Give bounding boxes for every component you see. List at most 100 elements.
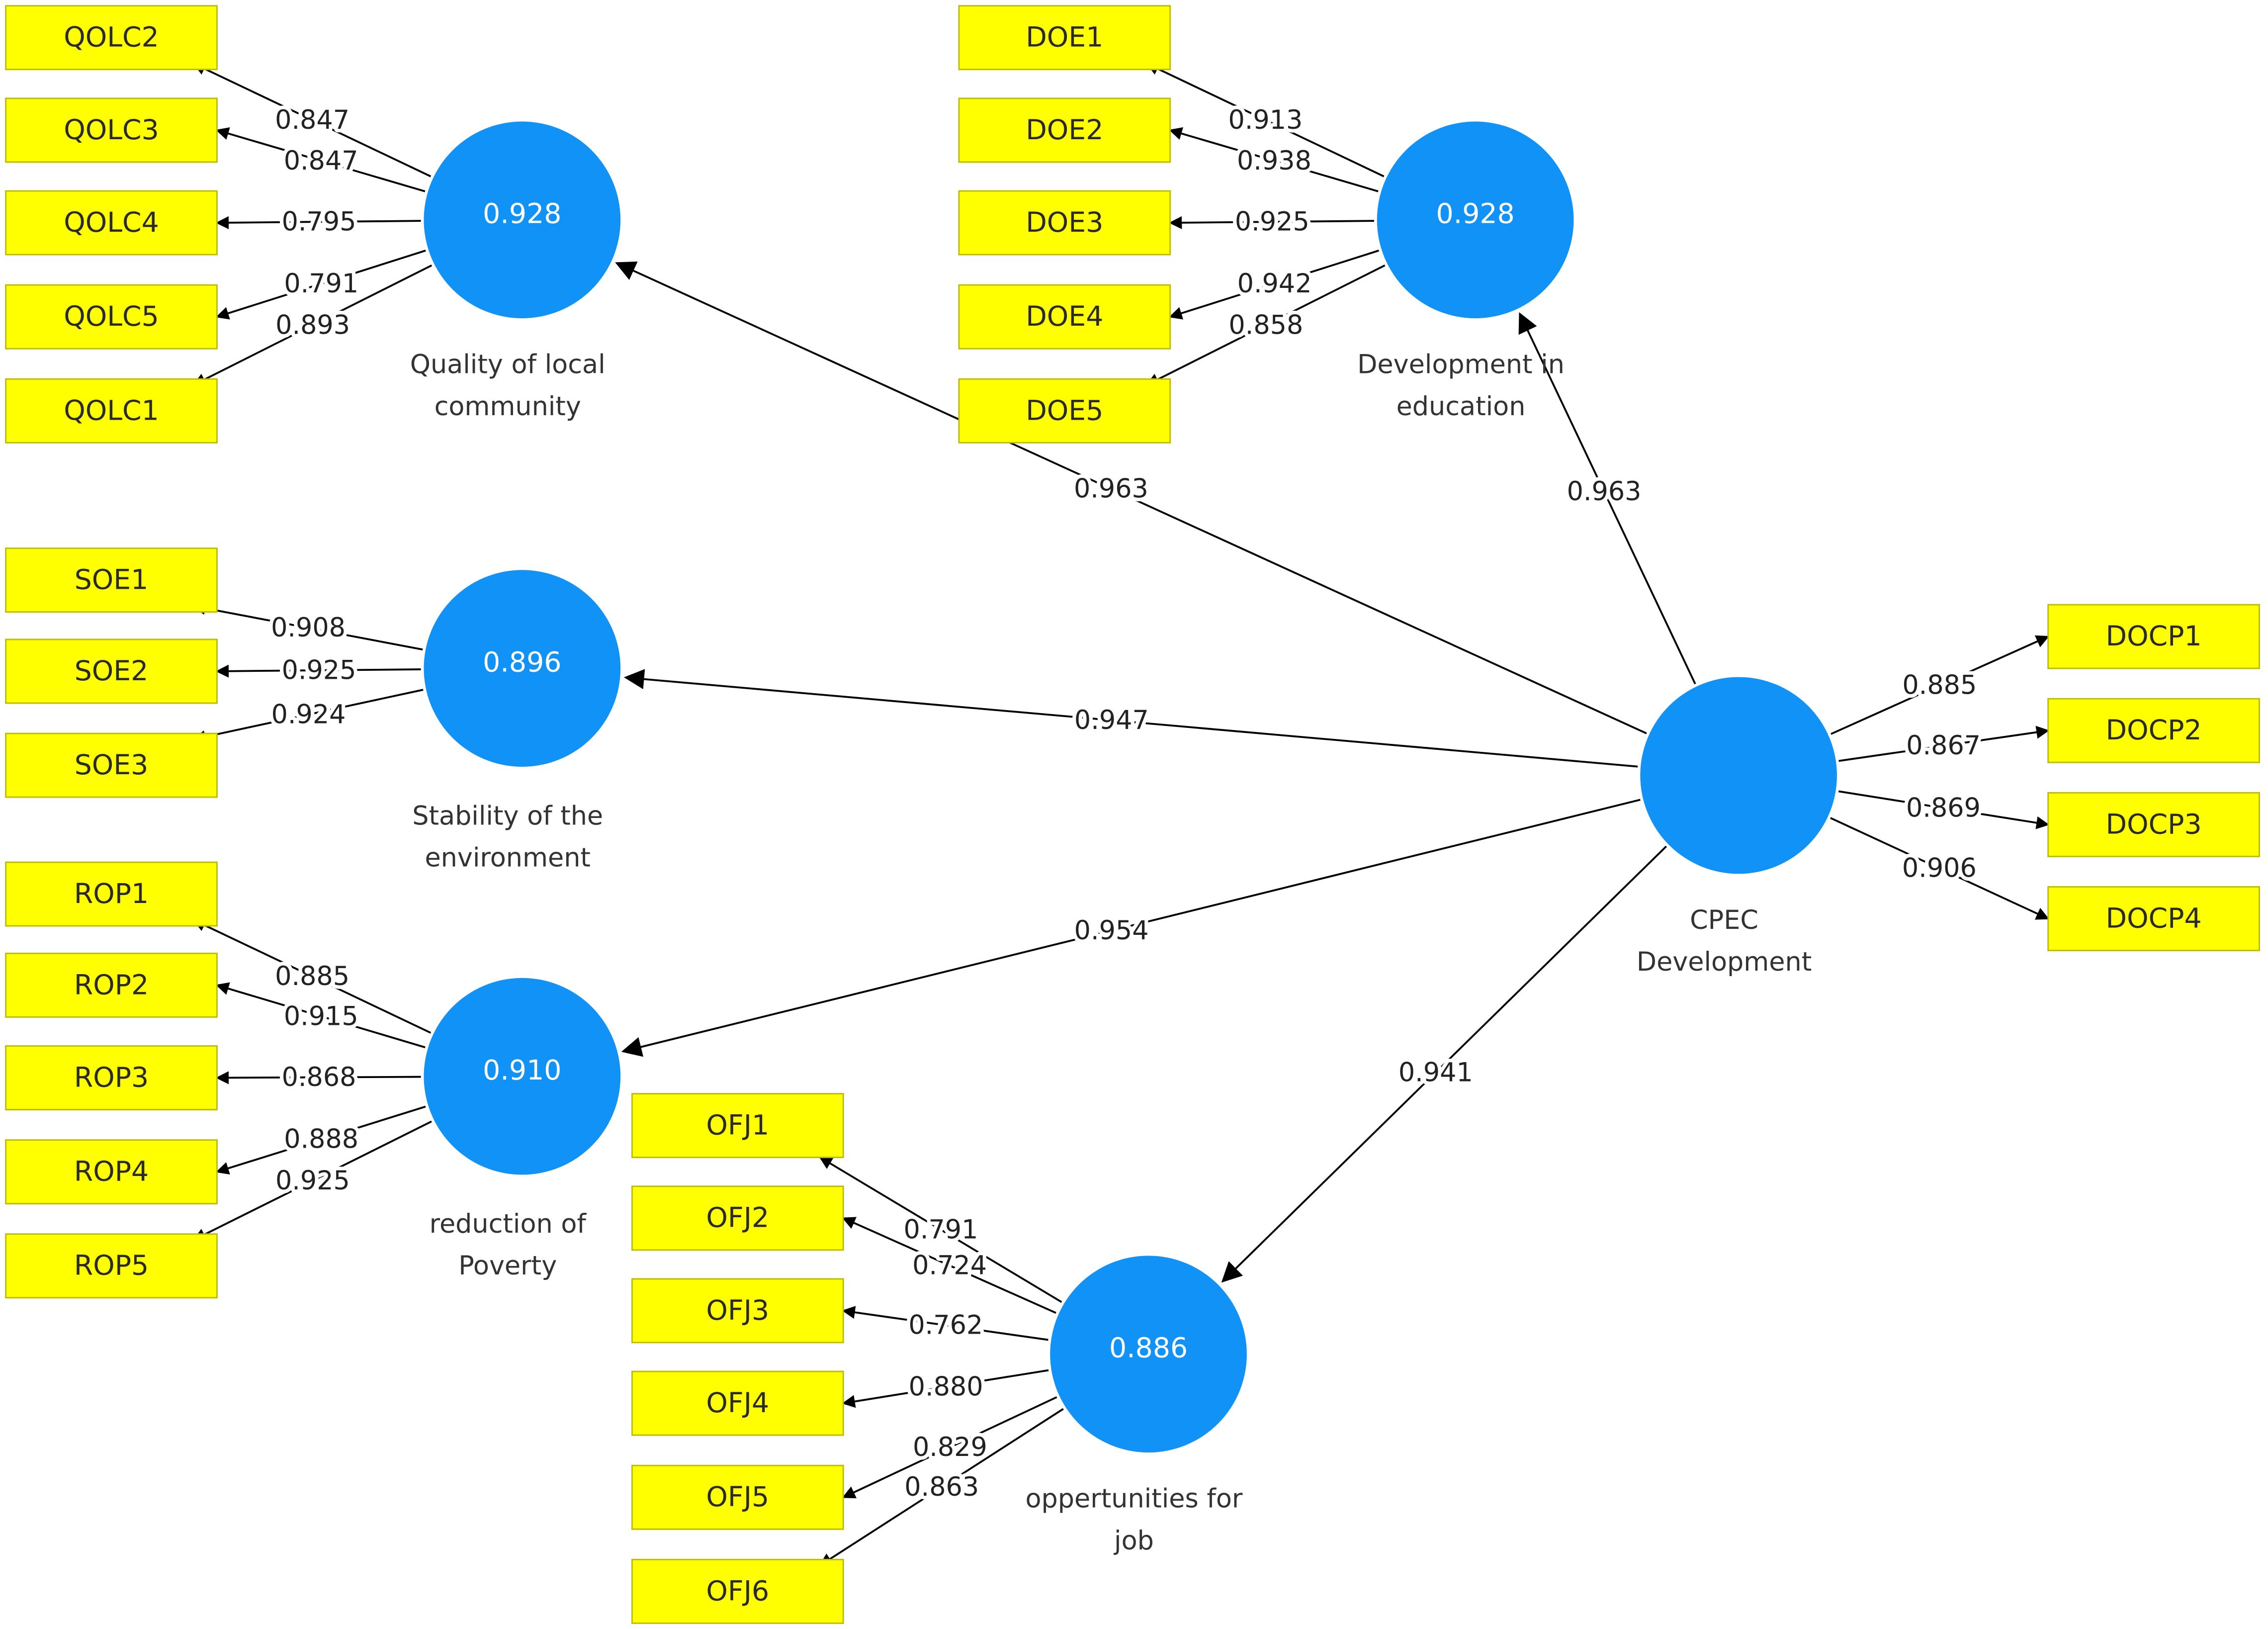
- path-coefficient-doe: 0.963: [1567, 476, 1642, 507]
- loading-value-doe2: 0.938: [1237, 146, 1311, 176]
- latent-circle: [424, 978, 621, 1175]
- indicator-ofj4[interactable]: OFJ4: [631, 1370, 844, 1436]
- loading-value-doe3: 0.925: [1235, 207, 1309, 237]
- indicator-label: QOLC2: [64, 22, 159, 54]
- indicator-label: SOE1: [75, 564, 149, 596]
- loading-value-doe5: 0.858: [1228, 310, 1303, 340]
- indicator-doe4[interactable]: DOE4: [958, 284, 1171, 350]
- loading-value-docp2: 0.867: [1906, 730, 1981, 761]
- indicator-label: OFJ5: [706, 1481, 769, 1513]
- loading-value-ofj5: 0.829: [913, 1432, 987, 1462]
- indicator-docp3[interactable]: DOCP3: [2047, 792, 2260, 857]
- path-coefficient-soe: 0.947: [1074, 705, 1149, 735]
- indicator-docp1[interactable]: DOCP1: [2047, 604, 2260, 669]
- indicator-ofj5[interactable]: OFJ5: [631, 1464, 844, 1530]
- indicator-box: [5, 1045, 218, 1110]
- loading-arrow-docp4: [1830, 817, 2050, 920]
- indicator-label: SOE2: [75, 655, 149, 687]
- indicator-box: [5, 5, 218, 71]
- latent-qolc[interactable]: 0.928: [424, 121, 621, 319]
- edges-layer: [192, 63, 2050, 1566]
- indicator-rop3[interactable]: ROP3: [5, 1045, 218, 1110]
- indicator-label: DOE5: [1026, 395, 1103, 427]
- latent-name-rop-line-1: reduction of: [430, 1209, 587, 1239]
- indicator-qolc3[interactable]: QOLC3: [5, 97, 218, 163]
- indicator-doe3[interactable]: DOE3: [958, 190, 1171, 256]
- indicator-label: ROP2: [74, 969, 149, 1001]
- indicator-doe1[interactable]: DOE1: [958, 5, 1171, 71]
- indicator-ofj3[interactable]: OFJ3: [631, 1278, 844, 1344]
- loading-value-docp1: 0.885: [1902, 670, 1977, 701]
- latent-doe[interactable]: 0.928: [1377, 121, 1574, 319]
- loading-value-qolc1: 0.893: [275, 310, 350, 340]
- loading-arrow-doe2: [1169, 127, 1379, 192]
- loading-arrow-docp3: [1838, 790, 2050, 829]
- latent-ofj[interactable]: 0.886: [1050, 1256, 1247, 1453]
- r-squared-value: 0.928: [483, 198, 561, 230]
- r-squared-value: 0.928: [1436, 198, 1514, 230]
- indicator-ofj1[interactable]: OFJ1: [631, 1093, 844, 1158]
- indicator-soe1[interactable]: SOE1: [5, 547, 218, 613]
- indicator-label: QOLC1: [64, 395, 159, 427]
- path-arrow-cpec-to-qolc: [615, 261, 1647, 734]
- path-arrow-cpec-to-soe: [623, 669, 1638, 768]
- loading-arrow-rop5: [192, 1120, 432, 1241]
- indicator-box: [5, 190, 218, 256]
- indicator-rop1[interactable]: ROP1: [5, 861, 218, 927]
- indicator-docp2[interactable]: DOCP2: [2047, 698, 2260, 763]
- indicator-label: OFJ2: [706, 1202, 769, 1234]
- indicator-soe2[interactable]: SOE2: [5, 638, 218, 704]
- latent-name-qolc-line-2: community: [435, 391, 581, 422]
- indicator-box: [5, 378, 218, 444]
- indicator-qolc4[interactable]: QOLC4: [5, 190, 218, 256]
- indicator-soe3[interactable]: SOE3: [5, 732, 218, 798]
- path-arrow-cpec-to-rop: [621, 799, 1641, 1057]
- indicator-box: [5, 732, 218, 798]
- indicator-doe2[interactable]: DOE2: [958, 97, 1171, 163]
- indicator-box: [5, 547, 218, 613]
- indicator-label: ROP1: [74, 878, 149, 910]
- indicator-box: [5, 952, 218, 1018]
- indicator-label: DOCP4: [2106, 903, 2202, 934]
- loading-arrow-doe5: [1145, 264, 1386, 386]
- indicator-label: QOLC3: [64, 114, 159, 146]
- loading-arrow-soe2: [215, 664, 421, 678]
- indicator-qolc1[interactable]: QOLC1: [5, 378, 218, 444]
- indicator-rop4[interactable]: ROP4: [5, 1139, 218, 1205]
- loading-arrow-ofj1: [819, 1156, 1062, 1303]
- indicator-docp4[interactable]: DOCP4: [2047, 886, 2260, 951]
- indicator-box: [631, 1093, 844, 1158]
- loading-value-rop3: 0.868: [282, 1062, 356, 1092]
- path-arrow-cpec-to-ofj: [1221, 845, 1667, 1283]
- indicator-ofj6[interactable]: OFJ6: [631, 1558, 844, 1624]
- loading-value-soe1: 0.908: [271, 613, 346, 643]
- indicator-rop2[interactable]: ROP2: [5, 952, 218, 1018]
- latent-cpec[interactable]: [1640, 677, 1837, 874]
- loading-value-qolc5: 0.791: [284, 269, 358, 299]
- indicator-label: SOE3: [75, 749, 149, 781]
- loading-arrow-ofj4: [842, 1369, 1049, 1408]
- loading-arrow-soe3: [192, 689, 424, 743]
- latent-name-rop-line-2: Poverty: [458, 1251, 557, 1281]
- loading-arrow-docp2: [1838, 725, 2050, 762]
- loading-value-docp4: 0.906: [1902, 853, 1977, 884]
- indicator-box: [631, 1278, 844, 1344]
- latent-name-soe-line-1: Stability of the: [412, 801, 603, 831]
- indicator-label: DOE1: [1026, 22, 1103, 54]
- latent-rop[interactable]: 0.910: [424, 978, 621, 1175]
- indicator-box: [631, 1370, 844, 1436]
- indicator-ofj2[interactable]: OFJ2: [631, 1185, 844, 1251]
- indicator-qolc2[interactable]: QOLC2: [5, 5, 218, 71]
- loading-value-qolc4: 0.795: [282, 207, 356, 237]
- indicator-label: ROP4: [74, 1156, 149, 1188]
- loading-value-doe4: 0.942: [1237, 269, 1312, 299]
- indicator-label: DOE2: [1026, 114, 1103, 146]
- latent-soe[interactable]: 0.896: [424, 570, 621, 767]
- indicator-rop5[interactable]: ROP5: [5, 1233, 218, 1299]
- indicator-qolc5[interactable]: QOLC5: [5, 284, 218, 350]
- indicator-doe5[interactable]: DOE5: [958, 378, 1171, 444]
- loading-arrow-doe3: [1169, 216, 1374, 229]
